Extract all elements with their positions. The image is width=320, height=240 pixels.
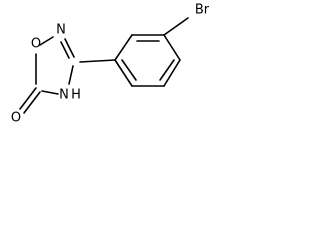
bromine-label: Br <box>195 3 210 18</box>
chemical-structure: Br O N N H O <box>0 0 234 129</box>
phenyl-bond-4 <box>163 59 181 87</box>
bond-c5-o <box>19 87 37 110</box>
bond-o1-n2 <box>39 36 54 46</box>
bond-n2-c3 <box>64 38 75 58</box>
ring-nitrogen-label: N <box>56 23 66 38</box>
phenyl-inner-bond-3 <box>121 59 137 81</box>
nh-nitrogen-label: N <box>59 88 69 103</box>
bond-c3-phenyl <box>79 59 116 63</box>
carbonyl-oxygen-label: O <box>11 111 21 126</box>
bond-n2-c3-double <box>60 41 70 59</box>
bond-c5-o-double <box>23 91 41 114</box>
bond-c-br <box>163 17 189 36</box>
bond-n4-c5 <box>41 90 59 95</box>
ring-oxygen-label: O <box>31 37 41 52</box>
bond-c3-n4 <box>68 65 74 85</box>
nh-hydrogen-label: H <box>71 88 81 103</box>
phenyl-inner-bond-2 <box>159 59 175 81</box>
phenyl-bond-1 <box>114 34 133 61</box>
phenyl-bond-3 <box>163 34 181 61</box>
phenyl-bond-6 <box>114 59 133 87</box>
